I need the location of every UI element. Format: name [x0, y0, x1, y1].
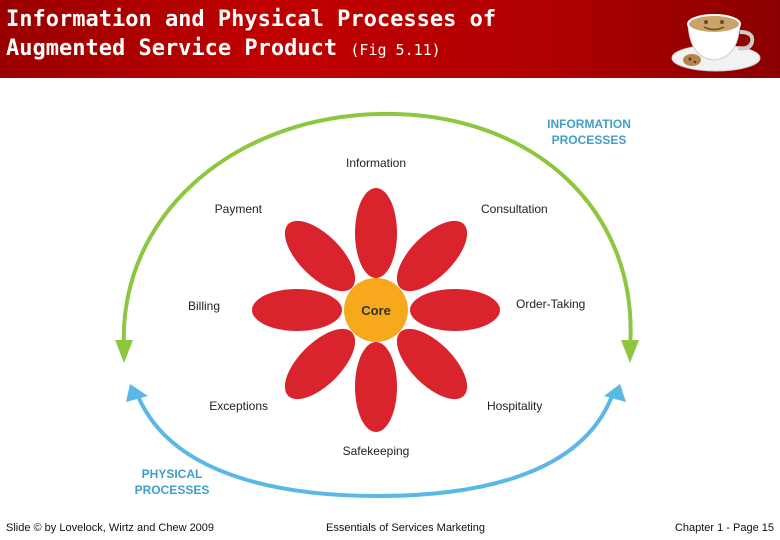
label-consultation: Consultation: [481, 202, 548, 216]
petal-information: [355, 188, 397, 278]
petals: [252, 188, 500, 432]
label-exceptions: Exceptions: [209, 399, 268, 413]
information-processes-arc: [121, 111, 633, 349]
petal-billing: [252, 289, 342, 331]
title-line-2: Augmented Service Product: [6, 36, 338, 61]
information-arrowhead-left: [115, 340, 133, 363]
footer-book-title: Essentials of Services Marketing: [326, 522, 485, 534]
footer-page-number: Chapter 1 - Page 15: [674, 522, 774, 534]
label-order-taking: Order-Taking: [516, 297, 585, 311]
physical-processes-arc: [136, 395, 614, 499]
core-label: Core: [361, 303, 391, 318]
flower-of-service-diagram: Core Information Consultation Order-Taki…: [115, 111, 639, 499]
information-processes-label-line2: PROCESSES: [552, 133, 627, 147]
label-hospitality: Hospitality: [487, 399, 542, 413]
core-circle: [344, 278, 408, 342]
footer-copyright: Slide © by Lovelock, Wirtz and Chew 2009: [6, 522, 215, 534]
petal-consultation: [396, 220, 468, 292]
label-payment: Payment: [215, 202, 263, 216]
label-safekeeping: Safekeeping: [343, 444, 410, 458]
information-processes-label-line1: INFORMATION: [547, 117, 631, 131]
petal-hospitality: [396, 328, 468, 400]
petal-exceptions: [284, 328, 356, 400]
label-information: Information: [346, 156, 406, 170]
slide-title: Information and Physical Processes of Au…: [6, 5, 496, 65]
petal-payment: [284, 220, 356, 292]
figure-reference: (Fig 5.11): [350, 41, 441, 59]
information-arrowhead-right: [621, 340, 639, 363]
title-line-1: Information and Physical Processes of: [6, 7, 497, 32]
physical-processes-label-line2: PROCESSES: [135, 483, 210, 497]
physical-arrowhead-right: [604, 384, 626, 402]
physical-arrowhead-left: [126, 384, 148, 402]
physical-processes-label-line1: PHYSICAL: [142, 467, 203, 481]
petal-safekeeping: [355, 342, 397, 432]
petal-order-taking: [410, 289, 500, 331]
label-billing: Billing: [188, 299, 220, 313]
title-bar: Information and Physical Processes of Au…: [0, 0, 780, 78]
coffee-cup-icon: [671, 14, 761, 72]
